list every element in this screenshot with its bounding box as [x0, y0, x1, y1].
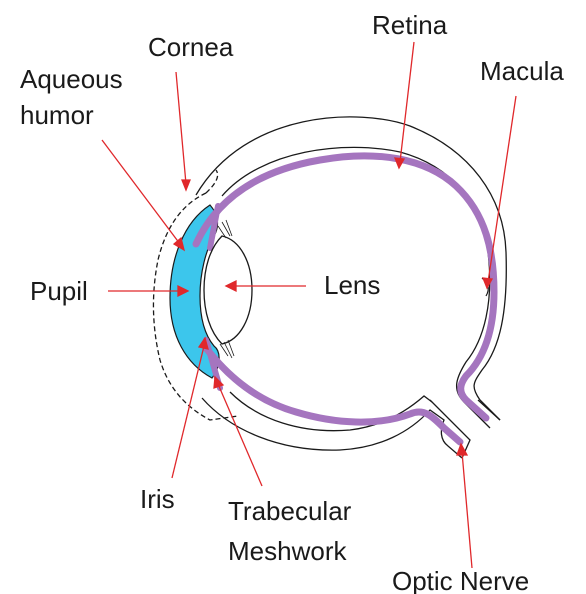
label-aqueous-line1: Aqueous: [20, 64, 123, 94]
ciliary-fibers-upper: [218, 220, 232, 238]
label-aqueous-line2: humor: [20, 100, 94, 130]
lens-shape: [204, 236, 252, 344]
pointer-cornea: [176, 72, 186, 184]
label-lens: Lens: [324, 270, 380, 300]
label-trabecular-line1: Trabecular: [228, 496, 352, 526]
pointer-retina: [400, 42, 414, 162]
pointer-macula: [488, 96, 516, 282]
pointer-iris: [172, 346, 204, 478]
pointer-optic-nerve: [462, 452, 472, 568]
label-trabecular-line2: Meshwork: [228, 536, 347, 566]
pointer-cornea-head: [182, 180, 190, 190]
pointer-aqueous: [102, 140, 180, 244]
label-optic-nerve: Optic Nerve: [392, 566, 529, 594]
choroid-band-lower: [206, 348, 460, 442]
label-cornea: Cornea: [148, 32, 234, 62]
sclera-outer-lower: [202, 398, 462, 458]
label-retina: Retina: [372, 10, 448, 40]
label-pupil: Pupil: [30, 276, 88, 306]
label-macula: Macula: [480, 56, 564, 86]
label-iris: Iris: [140, 484, 175, 514]
